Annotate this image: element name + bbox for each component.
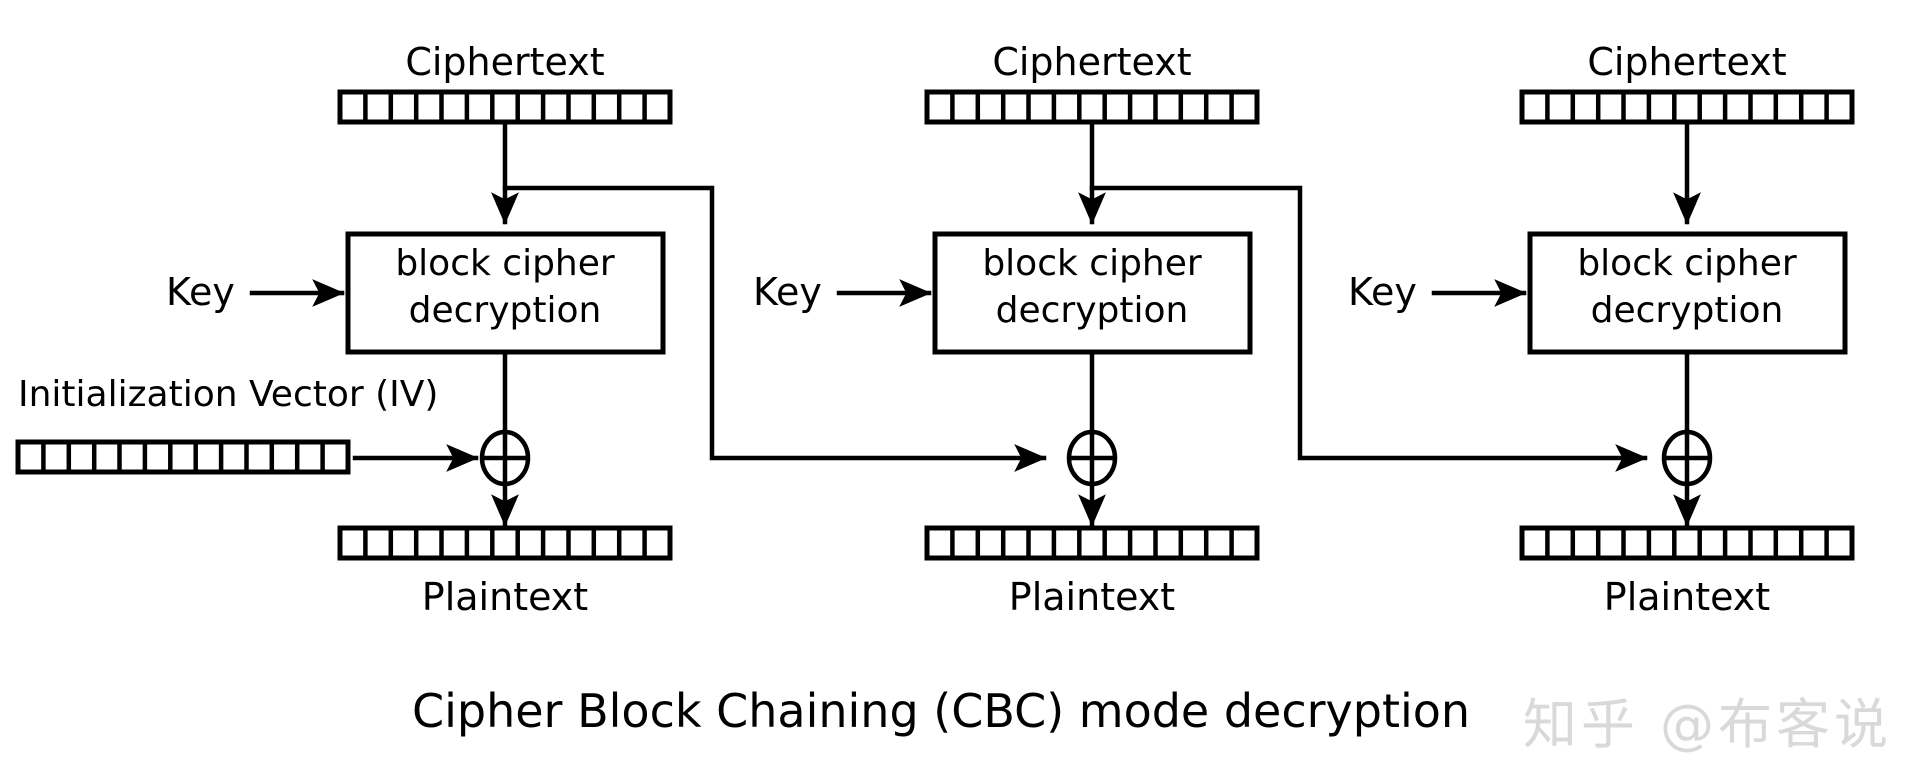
cipher-box-line2-3: decryption [1591, 290, 1784, 331]
feedback-wire-2-to-3 [1089, 185, 1648, 472]
iv-bar [15, 439, 351, 475]
plaintext-bar-3 [1519, 525, 1855, 561]
cipher-box-1: block cipher decryption [345, 231, 666, 355]
xor-node-1 [479, 429, 531, 487]
key-label-2: Key [753, 270, 822, 314]
plaintext-label-2: Plaintext [1009, 575, 1175, 619]
ciphertext-label-3: Ciphertext [1587, 40, 1786, 84]
plaintext-label-1: Plaintext [422, 575, 588, 619]
diagram-title: Cipher Block Chaining (CBC) mode decrypt… [412, 684, 1470, 738]
ciphertext-label-1: Ciphertext [405, 40, 604, 84]
cipher-box-line1-1: block cipher [395, 243, 615, 284]
cbc-stage-2: Ciphertext Key [753, 40, 1648, 619]
cipher-box-line1-2: block cipher [982, 243, 1202, 284]
key-label-1: Key [166, 270, 235, 314]
cipher-box-line1-3: block cipher [1577, 243, 1797, 284]
cbc-stage-1: Ciphertext Key [15, 40, 1047, 619]
cipher-box-3: block cipher decryption [1527, 231, 1848, 355]
plaintext-bar-1 [337, 525, 673, 561]
cipher-box-line2-1: decryption [409, 290, 602, 331]
xor-node-2 [1066, 429, 1118, 487]
cipher-box-2: block cipher decryption [932, 231, 1253, 355]
iv-label: Initialization Vector (IV) [18, 374, 438, 415]
xor-node-3 [1661, 429, 1713, 487]
plaintext-bar-2 [924, 525, 1260, 561]
cbc-stage-3: Ciphertext Key block [1348, 40, 1855, 619]
ciphertext-bar-2 [924, 89, 1260, 125]
feedback-wire-1-to-2 [502, 185, 1047, 472]
ciphertext-label-2: Ciphertext [992, 40, 1191, 84]
key-label-3: Key [1348, 270, 1417, 314]
cipher-box-line2-2: decryption [996, 290, 1189, 331]
ciphertext-bar-3 [1519, 89, 1855, 125]
plaintext-label-3: Plaintext [1604, 575, 1770, 619]
ciphertext-bar-1 [337, 89, 673, 125]
